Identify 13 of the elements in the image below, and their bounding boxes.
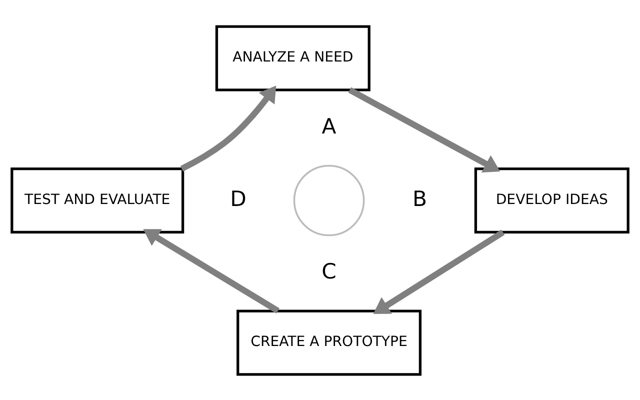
arrow <box>180 85 276 171</box>
node-box: TEST AND EVALUATE <box>10 166 184 234</box>
node-box: ANALYZE A NEED <box>215 24 370 91</box>
node-circle <box>293 164 365 236</box>
node-box: DEVELOP IDEAS <box>474 166 630 234</box>
label: C <box>322 258 336 284</box>
node-box: CREATE A PROTOTYPE <box>236 309 422 376</box>
label: A <box>322 112 336 138</box>
label: B <box>412 185 428 210</box>
arrow <box>143 228 280 313</box>
arrow <box>348 86 500 172</box>
arrow <box>373 229 505 314</box>
label: D <box>230 185 246 210</box>
